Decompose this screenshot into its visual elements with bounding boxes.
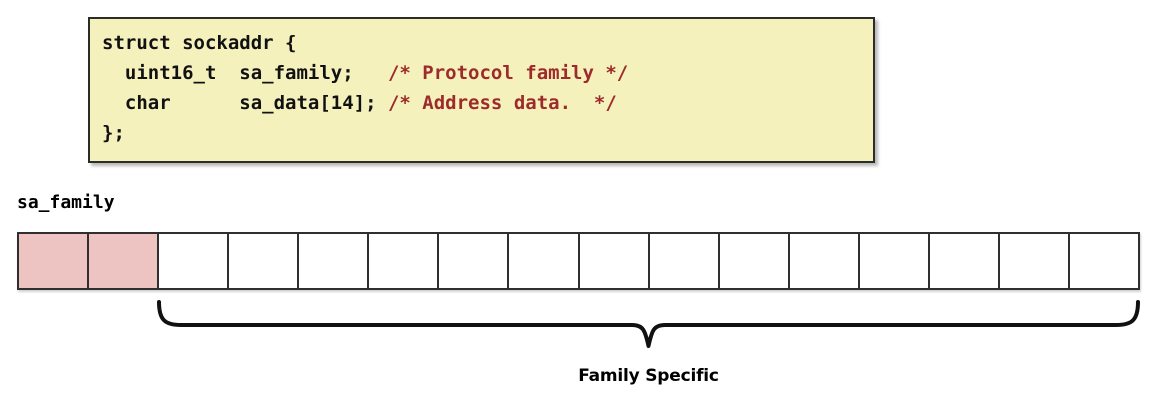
byte-cell-sa-data [439, 234, 510, 288]
byte-cell-sa-data [299, 234, 370, 288]
code-listing: struct sockaddr { uint16_t sa_family; /*… [102, 28, 628, 148]
byte-cell-sa-family [89, 234, 160, 288]
sockaddr-code-box: struct sockaddr { uint16_t sa_family; /*… [88, 17, 875, 163]
code-declaration: char sa_data[14]; [102, 92, 388, 114]
code-comment: /* Protocol family */ [387, 62, 629, 84]
byte-cell-sa-data [579, 234, 650, 288]
byte-cell-sa-family [19, 234, 90, 288]
byte-layout-grid [17, 232, 1140, 290]
code-declaration: uint16_t sa_family; [102, 62, 388, 84]
code-declaration: struct sockaddr { [102, 32, 297, 54]
sa-family-label: sa_family [17, 192, 115, 213]
family-specific-brace [155, 300, 1142, 348]
code-line: }; [102, 118, 628, 148]
code-line: struct sockaddr { [102, 28, 628, 58]
code-declaration: }; [102, 122, 125, 144]
byte-cell-sa-data [929, 234, 1000, 288]
byte-cell-sa-data [159, 234, 230, 288]
code-line: uint16_t sa_family; /* Protocol family *… [102, 58, 628, 88]
byte-cell-sa-data [859, 234, 930, 288]
code-line: char sa_data[14]; /* Address data. */ [102, 88, 628, 118]
byte-cell-sa-data [999, 234, 1070, 288]
byte-cell-sa-data [369, 234, 440, 288]
byte-cell-sa-data [719, 234, 790, 288]
byte-cell-sa-data [649, 234, 720, 288]
family-specific-caption: Family Specific [578, 366, 719, 386]
byte-cell-sa-data [229, 234, 300, 288]
code-comment: /* Address data. */ [387, 92, 617, 114]
byte-cell-sa-data [1069, 234, 1138, 288]
byte-cell-sa-data [509, 234, 580, 288]
byte-cell-sa-data [789, 234, 860, 288]
